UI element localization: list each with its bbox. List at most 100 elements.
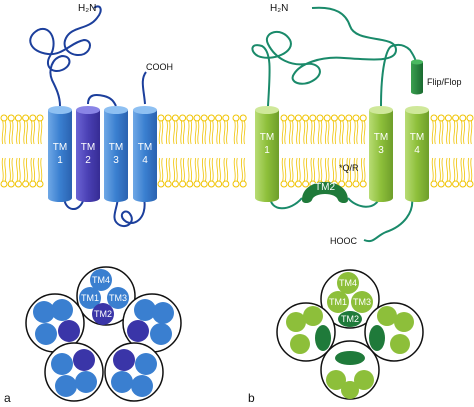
lipid-head [459, 114, 467, 122]
lipid-head [36, 180, 44, 188]
lipid-head [29, 114, 37, 122]
lipid-tail [226, 120, 229, 145]
lipid-head [14, 114, 22, 122]
lipid-tail [431, 157, 434, 182]
tm3-number-b: 3 [378, 145, 384, 156]
lipid-tail [218, 157, 221, 182]
lipid-head [222, 114, 230, 122]
lipid-tail [353, 120, 356, 145]
lipid-head [171, 180, 179, 188]
lipid-tail [281, 157, 284, 182]
lipid-head [316, 114, 324, 122]
lipid-tail [23, 120, 26, 145]
lipid-head [36, 114, 44, 122]
lipid-tail [360, 120, 363, 145]
subunit-bottom-left-a [44, 342, 104, 402]
lipid-tail [223, 120, 226, 145]
lipid-tail [8, 157, 11, 182]
tm3-number-a: 3 [113, 155, 119, 166]
lipid-tail [434, 120, 437, 145]
lipid-tail [356, 120, 359, 145]
lipid-tail [298, 120, 301, 145]
lipid-head [200, 114, 208, 122]
lipid-tail [324, 157, 327, 182]
pore-assembly-b: TM4 TM1 TM3 TM2 [276, 269, 424, 400]
helix-tm4-b: TM 4 [405, 106, 429, 202]
lipid-tail [460, 157, 463, 182]
lipid-tail [453, 157, 456, 182]
lipid-head [430, 180, 438, 188]
lipid-tail [305, 120, 308, 145]
lipid-tail [194, 120, 197, 145]
lipid-tail [332, 157, 335, 182]
lipid-head [309, 114, 317, 122]
membrane-b [232, 114, 474, 188]
helix-tm4-a: TM 4 [133, 106, 157, 202]
lipid-tail [327, 157, 330, 182]
tm1-number-b: 1 [264, 145, 270, 156]
lipid-head [444, 180, 452, 188]
lipid-tail [341, 157, 344, 182]
helix-tm2-a: TM 2 [76, 106, 100, 202]
lipid-tail [175, 120, 178, 145]
lipid-head [345, 180, 353, 188]
lipid-tail [175, 157, 178, 182]
lipid-tail [431, 120, 434, 145]
lipid-head [466, 180, 474, 188]
n-terminus-label-a: H₂N [78, 3, 96, 14]
lipid-tail [216, 157, 219, 182]
lipid-tail [233, 157, 236, 182]
panel-letter-b: b [248, 391, 255, 405]
lipid-tail [30, 157, 33, 182]
re-entrant-label: TM2 [315, 182, 335, 193]
lipid-head [207, 114, 215, 122]
lipid-head [338, 180, 346, 188]
lipid-tail [161, 157, 164, 182]
lipid-head [179, 180, 187, 188]
lipid-tail [334, 157, 337, 182]
lipid-tail [209, 157, 212, 182]
lipid-tail [161, 120, 164, 145]
lipid-tail [236, 157, 239, 182]
lipid-tail [363, 157, 366, 182]
lipid-tail [168, 120, 171, 145]
lipid-tail [296, 120, 299, 145]
lipid-tail [310, 120, 313, 145]
loop-tm3-tm4-a [113, 195, 146, 228]
lipid-head [215, 114, 223, 122]
lipid-head [430, 114, 438, 122]
lipid-head [323, 114, 331, 122]
lipid-tail [187, 157, 190, 182]
subunit-left-b [276, 302, 336, 362]
lipid-tail [291, 120, 294, 145]
lipid-tail [448, 157, 451, 182]
lipid-tail [204, 157, 207, 182]
lipid-head [338, 114, 346, 122]
lipid-head [444, 114, 452, 122]
lipid-tail [180, 157, 183, 182]
lipid-head [171, 114, 179, 122]
lipid-tail [363, 120, 366, 145]
tm4-number-b: 4 [414, 145, 420, 156]
subunit-bottom-right-a [104, 342, 164, 402]
pore-label-tm4-a: TM4 [92, 275, 110, 285]
lipid-tail [16, 120, 19, 145]
loop-tm2-tm3-a [87, 94, 117, 107]
lipid-head [186, 180, 194, 188]
pore-label-tm2-b: TM2 [341, 314, 359, 324]
lipid-tail [320, 120, 323, 145]
lipid-tail [240, 157, 243, 182]
lipid-head [459, 180, 467, 188]
lipid-head [164, 114, 172, 122]
lipid-head [280, 180, 288, 188]
membrane-a [0, 114, 230, 188]
helix-tm1-a: TM 1 [48, 106, 72, 202]
lipid-tail [18, 120, 21, 145]
lipid-head [14, 180, 22, 188]
lipid-tail [303, 157, 306, 182]
lipid-tail [455, 120, 458, 145]
lipid-tail [168, 157, 171, 182]
lipid-tail [441, 157, 444, 182]
lipid-tail [446, 157, 449, 182]
